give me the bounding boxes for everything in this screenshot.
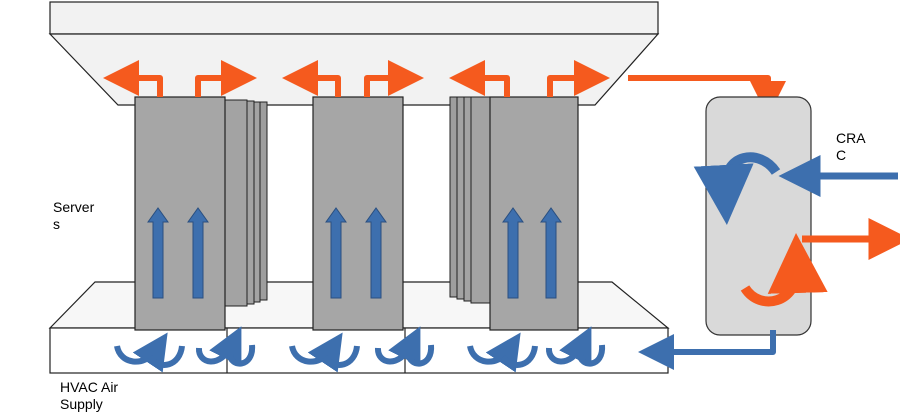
hvac-air-supply-label: HVAC Air Supply [60,379,119,412]
cold-air-supply-arrow-icon [638,330,776,370]
crac-label: CRA C [836,130,866,163]
servers-label: Server s [53,199,95,232]
underfloor-airflow-icons [114,326,606,373]
circulation-arrow-icon [740,233,828,307]
server-rack-3 [449,96,579,331]
ceiling-plenum [48,1,660,106]
circulation-arrow-icon [693,152,781,225]
cold-air-arrow-icon [147,207,562,299]
server-rack-1 [134,96,268,331]
hot-air-arrow-icon [103,60,610,97]
server-rack-2 [312,96,404,331]
hot-air-return-arrow-icon [628,75,786,117]
